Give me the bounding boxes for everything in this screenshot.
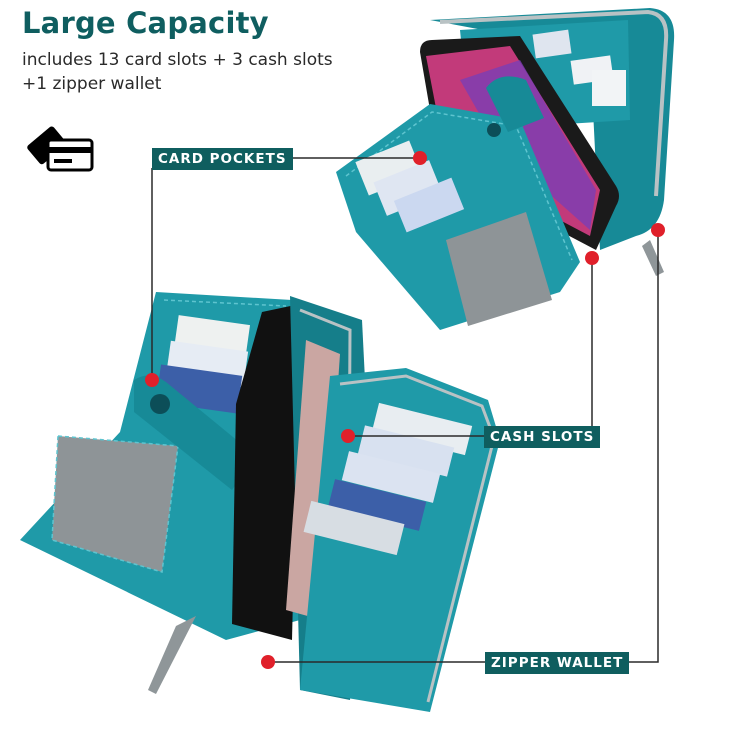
top-wallet: [336, 8, 675, 330]
zipper-wallet-label: ZIPPER WALLET: [485, 652, 630, 674]
zipper-marker-top: [651, 223, 665, 237]
subtitle-line-2: +1 zipper wallet: [22, 74, 162, 94]
cash-slots-marker-bottom: [341, 429, 355, 443]
card-pockets-marker-top: [413, 151, 427, 165]
subtitle-line-1: includes 13 card slots + 3 cash slots: [22, 50, 333, 70]
credit-card-icon: [27, 126, 94, 172]
callout-lines: [151, 157, 659, 663]
bottom-wallet: [20, 292, 500, 712]
page-title: Large Capacity: [22, 6, 269, 40]
card-pockets-marker-left: [145, 373, 159, 387]
card-pockets-label: CARD POCKETS: [152, 148, 293, 170]
callout-markers: [145, 151, 665, 669]
subtitle: includes 13 card slots + 3 cash slots +1…: [22, 48, 362, 96]
cash-slots-label: CASH SLOTS: [484, 426, 601, 448]
cash-slots-marker-top: [585, 251, 599, 265]
zipper-marker-bottom: [261, 655, 275, 669]
